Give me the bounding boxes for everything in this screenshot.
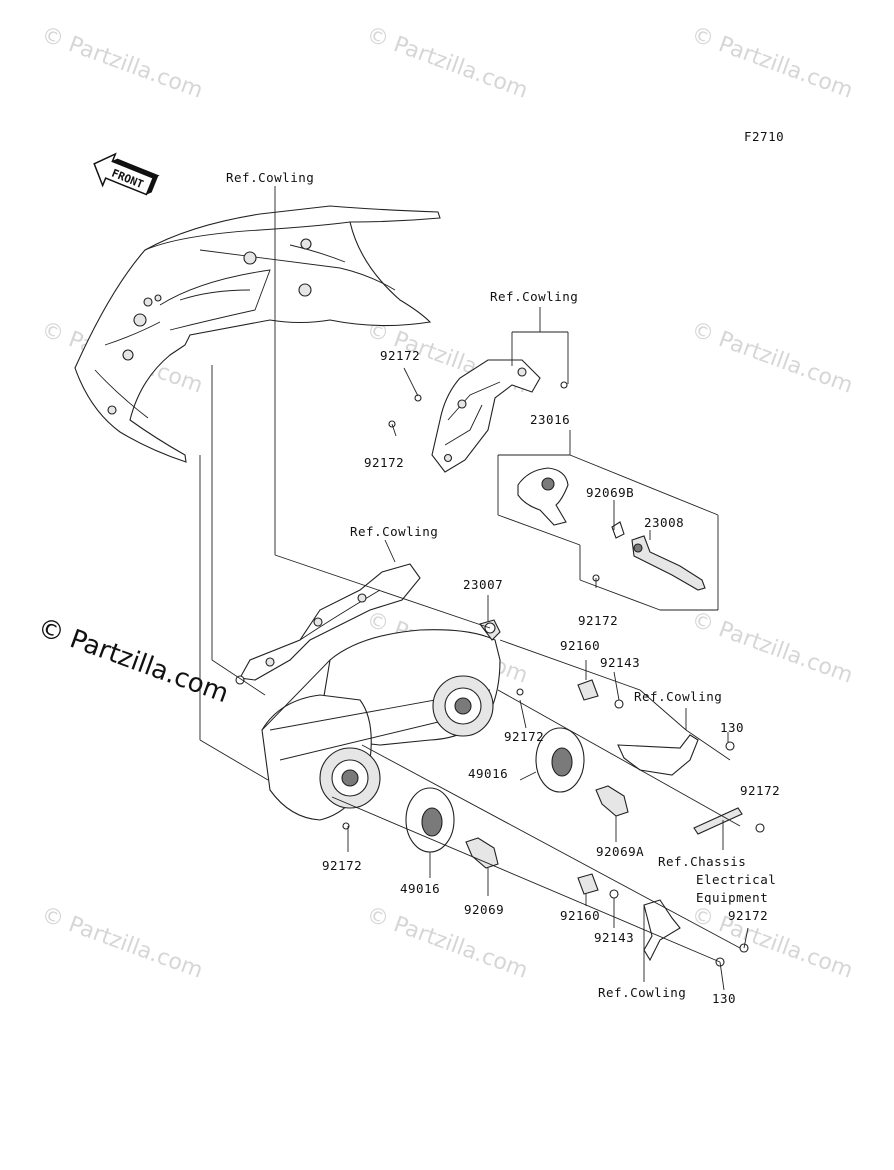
label-ref-chassis-2: Electrical: [696, 872, 776, 887]
watermark: © Partzilla.com: [363, 902, 531, 984]
label-92069B: 92069B: [586, 485, 634, 500]
headlight-assembly-23007: [261, 619, 524, 830]
bulb-92069: [465, 837, 499, 869]
label-92172-d: 92172: [504, 729, 544, 744]
label-ref-cowling-right: Ref.Cowling: [634, 689, 722, 704]
label-ref-cowling-bottom: Ref.Cowling: [598, 985, 686, 1000]
watermark: © Partzilla.com: [688, 22, 856, 104]
collar-92143-b: [609, 889, 619, 899]
stay-right-upper: [617, 734, 699, 776]
lens-covers-49016: [405, 727, 585, 853]
chassis-electrical-part: [693, 807, 743, 835]
label-92143-b: 92143: [594, 930, 634, 945]
small-parts-upper: [388, 381, 706, 591]
label-92172-g: 92172: [728, 908, 768, 923]
label-ref-chassis-1: Ref.Chassis: [658, 854, 746, 869]
watermark: © Partzilla.com: [363, 22, 531, 104]
stay-right-lower: [643, 899, 681, 962]
socket-23008: [631, 535, 706, 591]
label-ref-cowling-top: Ref.Cowling: [226, 170, 314, 185]
label-23007: 23007: [463, 577, 503, 592]
label-92160-b: 92160: [560, 908, 600, 923]
bulb-92069A: [595, 785, 629, 817]
bulbs: [465, 785, 629, 869]
watermark: © Partzilla.com: [38, 902, 206, 984]
watermark: © Partzilla.com: [688, 902, 856, 984]
label-92069: 92069: [464, 902, 504, 917]
bulb-92069B: [611, 521, 625, 539]
diagram-code: F2710: [744, 129, 784, 144]
label-ref-cowling-mid: Ref.Cowling: [350, 524, 438, 539]
bracket-23016: [431, 359, 569, 526]
label-92069A: 92069A: [596, 844, 644, 859]
copyright-text: © Partzilla.com: [34, 612, 233, 709]
part-labels: Ref.Cowling Ref.Cowling 92172 23016 9217…: [226, 170, 780, 1006]
collar-92143-a: [614, 699, 624, 709]
label-92172-b: 92172: [364, 455, 404, 470]
front-direction-arrow: FRONT: [93, 152, 160, 196]
watermark: © Partzilla.com: [38, 22, 206, 104]
label-ref-cowling-bracket: Ref.Cowling: [490, 289, 578, 304]
mid-bracket: [235, 563, 421, 685]
grommet-92160-b: [577, 873, 599, 895]
label-92172-c: 92172: [578, 613, 618, 628]
watermark: © Partzilla.com: [688, 607, 856, 689]
label-23008: 23008: [644, 515, 684, 530]
label-49016-b: 49016: [400, 881, 440, 896]
label-130-b: 130: [712, 991, 736, 1006]
label-49016-a: 49016: [468, 766, 508, 781]
watermark: © Partzilla.com: [688, 317, 856, 399]
label-92172-f: 92172: [322, 858, 362, 873]
lower-right-parts: [577, 679, 765, 967]
upper-cowling: [74, 205, 441, 463]
label-92143-a: 92143: [600, 655, 640, 670]
label-92160-a: 92160: [560, 638, 600, 653]
label-23016: 23016: [530, 412, 570, 427]
label-92172-a: 92172: [380, 348, 420, 363]
grommet-92160-a: [577, 679, 599, 701]
label-ref-chassis-3: Equipment: [696, 890, 768, 905]
label-130-a: 130: [720, 720, 744, 735]
label-92172-e: 92172: [740, 783, 780, 798]
leader-lines: [199, 186, 749, 991]
